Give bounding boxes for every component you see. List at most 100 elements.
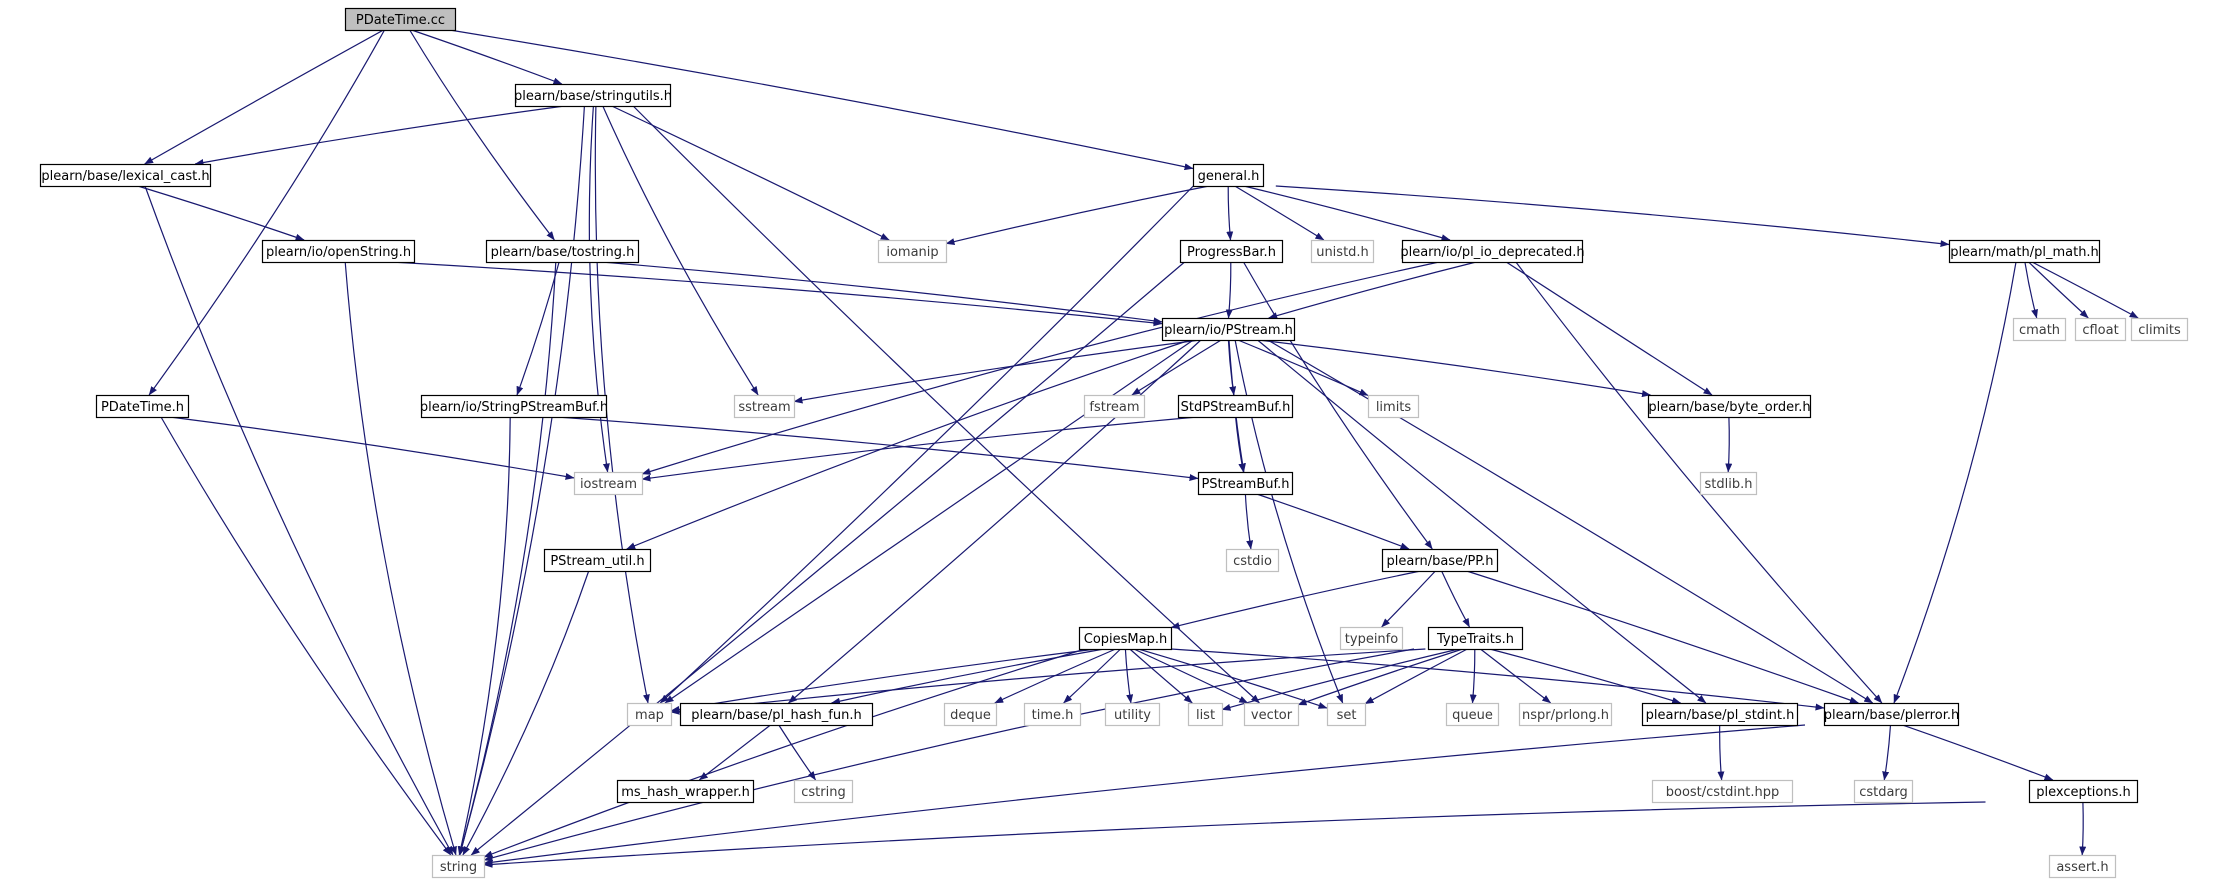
node-label: plearn/io/PStream.h	[1164, 323, 1293, 338]
edge-pl-io-deprecated-to-byte-order	[1505, 261, 1713, 396]
node-label: time.h	[1032, 708, 1074, 723]
edge-openstring-to-string	[344, 261, 457, 856]
node-box	[1445, 702, 1500, 727]
node-pstream-util[interactable]: PStream_util.h	[543, 548, 652, 573]
edge-pstream-to-limits	[1237, 339, 1369, 396]
node-utility: utility	[1104, 702, 1161, 727]
node-root[interactable]: PDateTime.cc	[344, 7, 457, 32]
node-box	[679, 702, 874, 727]
edge-tostring-to-stringpstreambuf	[516, 261, 560, 396]
node-list: list	[1187, 702, 1224, 727]
node-label: set	[1337, 708, 1357, 723]
node-plerror[interactable]: plearn/base/plerror.h	[1823, 702, 1960, 727]
node-stringutils[interactable]: plearn/base/stringutils.h	[514, 83, 672, 108]
node-box	[1651, 779, 1794, 804]
edge-stringpstreambuf-to-pstreambuf	[557, 416, 1199, 481]
node-label: plearn/base/PP.h	[1387, 554, 1494, 569]
nodes-layer: PDateTime.cc plearn/base/stringutils.h ple…	[39, 7, 2189, 879]
node-box	[514, 83, 672, 108]
node-pl-hash-fun[interactable]: plearn/base/pl_hash_fun.h	[679, 702, 874, 727]
node-pp[interactable]: plearn/base/PP.h	[1381, 548, 1499, 573]
node-label: plearn/base/lexical_cast.h	[41, 169, 209, 184]
node-pstreambuf[interactable]: PStreamBuf.h	[1197, 471, 1294, 496]
node-label: plearn/io/openString.h	[266, 245, 411, 260]
node-byte-order[interactable]: plearn/base/byte_order.h	[1647, 394, 1812, 419]
node-limits: limits	[1367, 394, 1420, 419]
edge-pp-to-typeinfo	[1381, 570, 1436, 628]
edge-copiesmap-to-string	[483, 648, 1086, 858]
node-label: ms_hash_wrapper.h	[621, 785, 750, 800]
node-box	[1948, 239, 2101, 264]
node-pl-stdint[interactable]: plearn/base/pl_stdint.h	[1641, 702, 1799, 727]
node-pstream[interactable]: plearn/io/PStream.h	[1161, 317, 1296, 342]
node-label: iostream	[580, 477, 637, 492]
node-box	[1381, 548, 1499, 573]
node-box	[733, 394, 796, 419]
node-label: TypeTraits.h	[1436, 632, 1514, 647]
node-label: plearn/base/stringutils.h	[514, 89, 672, 104]
node-label: cstdarg	[1859, 785, 1908, 800]
edge-pl-math-to-plerror	[1893, 261, 2017, 704]
node-box	[793, 779, 854, 804]
edge-stdpstreambuf-to-pstreambuf	[1235, 416, 1246, 473]
node-plexceptions[interactable]: plexceptions.h	[2028, 779, 2139, 804]
edge-general-to-iomanip	[945, 185, 1210, 246]
node-tostring[interactable]: plearn/base/tostring.h	[485, 239, 640, 264]
edge-pl-hash-fun-to-ms-hash-wrapper	[698, 724, 771, 781]
edge-stringutils-to-sstream	[602, 105, 759, 396]
node-box	[1641, 702, 1799, 727]
node-pdatetime-h[interactable]: PDateTime.h	[95, 394, 190, 419]
edge-copiesmap-to-pl-hash-fun	[831, 648, 1105, 705]
node-box	[261, 239, 416, 264]
node-assert: assert.h	[2048, 854, 2117, 879]
edge-plexceptions-to-assert	[2079, 801, 2087, 856]
node-box	[1427, 626, 1524, 651]
node-openstring[interactable]: plearn/io/openString.h	[261, 239, 416, 264]
node-stringpstreambuf[interactable]: plearn/io/StringPStreamBuf.h	[420, 394, 608, 419]
node-cfloat: cfloat	[2074, 317, 2127, 342]
edge-pstream-to-plerror	[1267, 339, 1874, 704]
edge-pstreambuf-to-cstdio	[1244, 493, 1254, 550]
edge-root-to-general	[449, 29, 1194, 171]
node-box	[1104, 702, 1161, 727]
node-box	[626, 702, 673, 727]
edge-typetraits-to-set	[1364, 648, 1468, 705]
edge-pp-to-plerror	[1466, 570, 1859, 704]
node-label: sstream	[738, 400, 790, 415]
node-box	[1367, 394, 1420, 419]
edge-general-to-pl-math	[1275, 185, 1950, 248]
node-copiesmap[interactable]: CopiesMap.h	[1078, 626, 1173, 651]
node-cstdio: cstdio	[1225, 548, 1280, 573]
node-box	[877, 239, 948, 264]
node-ms-hash-wrapper[interactable]: ms_hash_wrapper.h	[616, 779, 755, 804]
node-box	[1310, 239, 1375, 264]
node-label: cfloat	[2082, 323, 2118, 338]
edge-stringutils-to-vector	[632, 105, 1260, 704]
node-box	[573, 471, 644, 496]
edge-pl-io-deprecated-to-iostream	[641, 261, 1440, 475]
node-box	[943, 702, 998, 727]
node-general[interactable]: general.h	[1192, 163, 1265, 188]
node-cstdarg: cstdarg	[1853, 779, 1914, 804]
node-box	[1179, 239, 1284, 264]
node-pl-io-deprecated[interactable]: plearn/io/pl_io_deprecated.h	[1400, 239, 1585, 264]
node-progressbar[interactable]: ProgressBar.h	[1179, 239, 1284, 264]
edge-pstream-to-sstream	[793, 339, 1201, 404]
edge-pstream-to-set	[1234, 339, 1344, 704]
node-label: nspr/prlong.h	[1522, 708, 1609, 723]
node-label: utility	[1114, 708, 1151, 723]
edge-pstream-to-pl-hash-fun	[788, 339, 1202, 704]
node-box	[1823, 702, 1960, 727]
node-lexical-cast[interactable]: plearn/base/lexical_cast.h	[39, 163, 212, 188]
node-typetraits[interactable]: TypeTraits.h	[1427, 626, 1524, 651]
node-set: set	[1326, 702, 1367, 727]
edge-pstream-to-map	[664, 339, 1194, 704]
node-cmath: cmath	[2012, 317, 2067, 342]
node-label: plearn/base/pl_stdint.h	[1646, 708, 1795, 723]
node-box	[95, 394, 190, 419]
node-stdpstreambuf[interactable]: StdPStreamBuf.h	[1177, 394, 1294, 419]
node-pl-math[interactable]: plearn/math/pl_math.h	[1948, 239, 2101, 264]
node-label: CopiesMap.h	[1084, 632, 1167, 647]
node-deque: deque	[943, 702, 998, 727]
node-box	[543, 548, 652, 573]
